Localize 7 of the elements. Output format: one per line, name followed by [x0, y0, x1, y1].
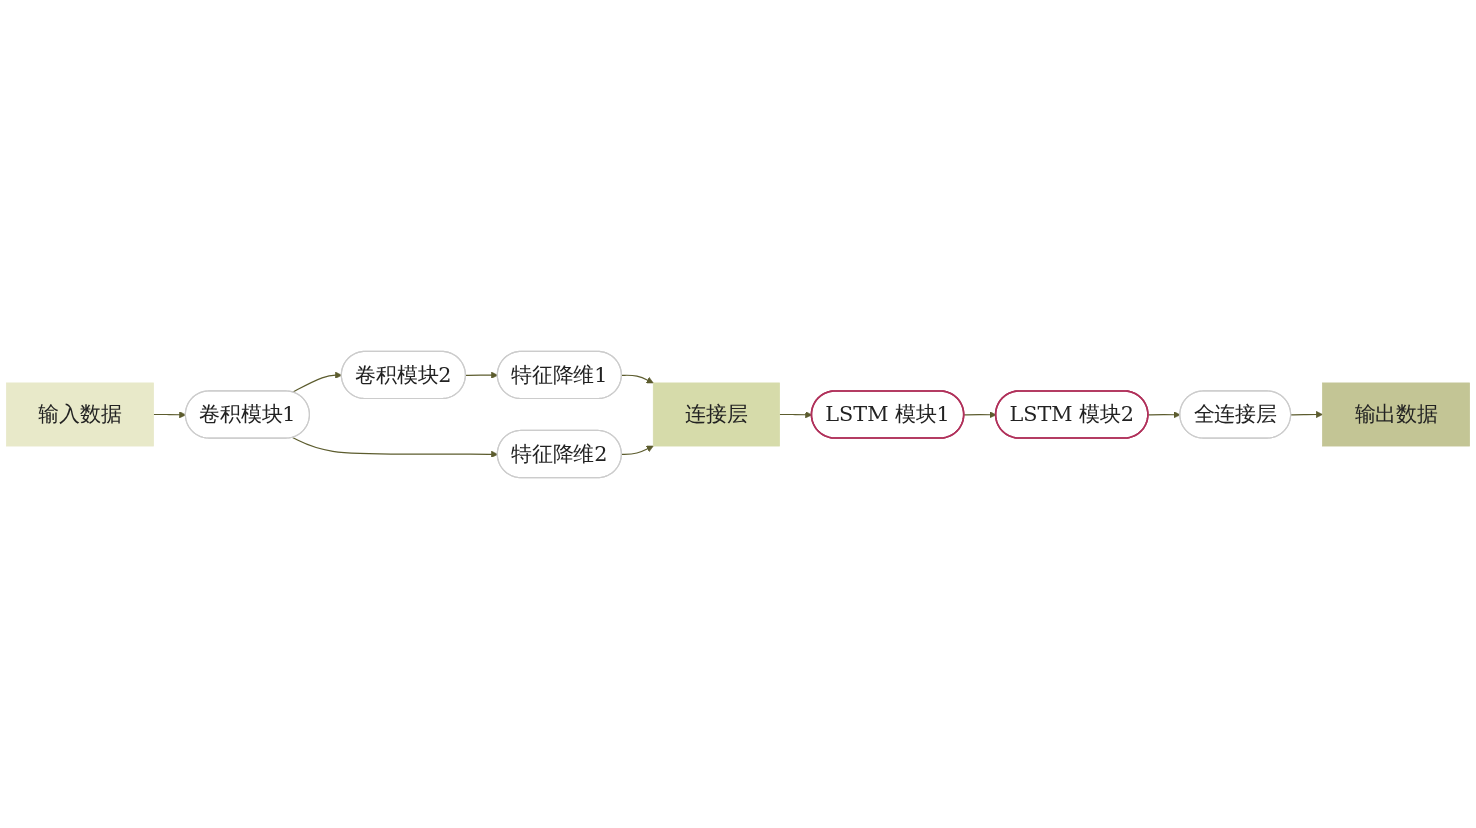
arrow	[621, 374, 654, 383]
arrow	[963, 410, 997, 418]
arrow	[621, 445, 654, 455]
arrow	[1290, 410, 1323, 418]
node-box: 输出数据	[1322, 382, 1470, 446]
node-box: 输入数据	[6, 382, 154, 446]
node-box: 连接层	[652, 382, 780, 446]
